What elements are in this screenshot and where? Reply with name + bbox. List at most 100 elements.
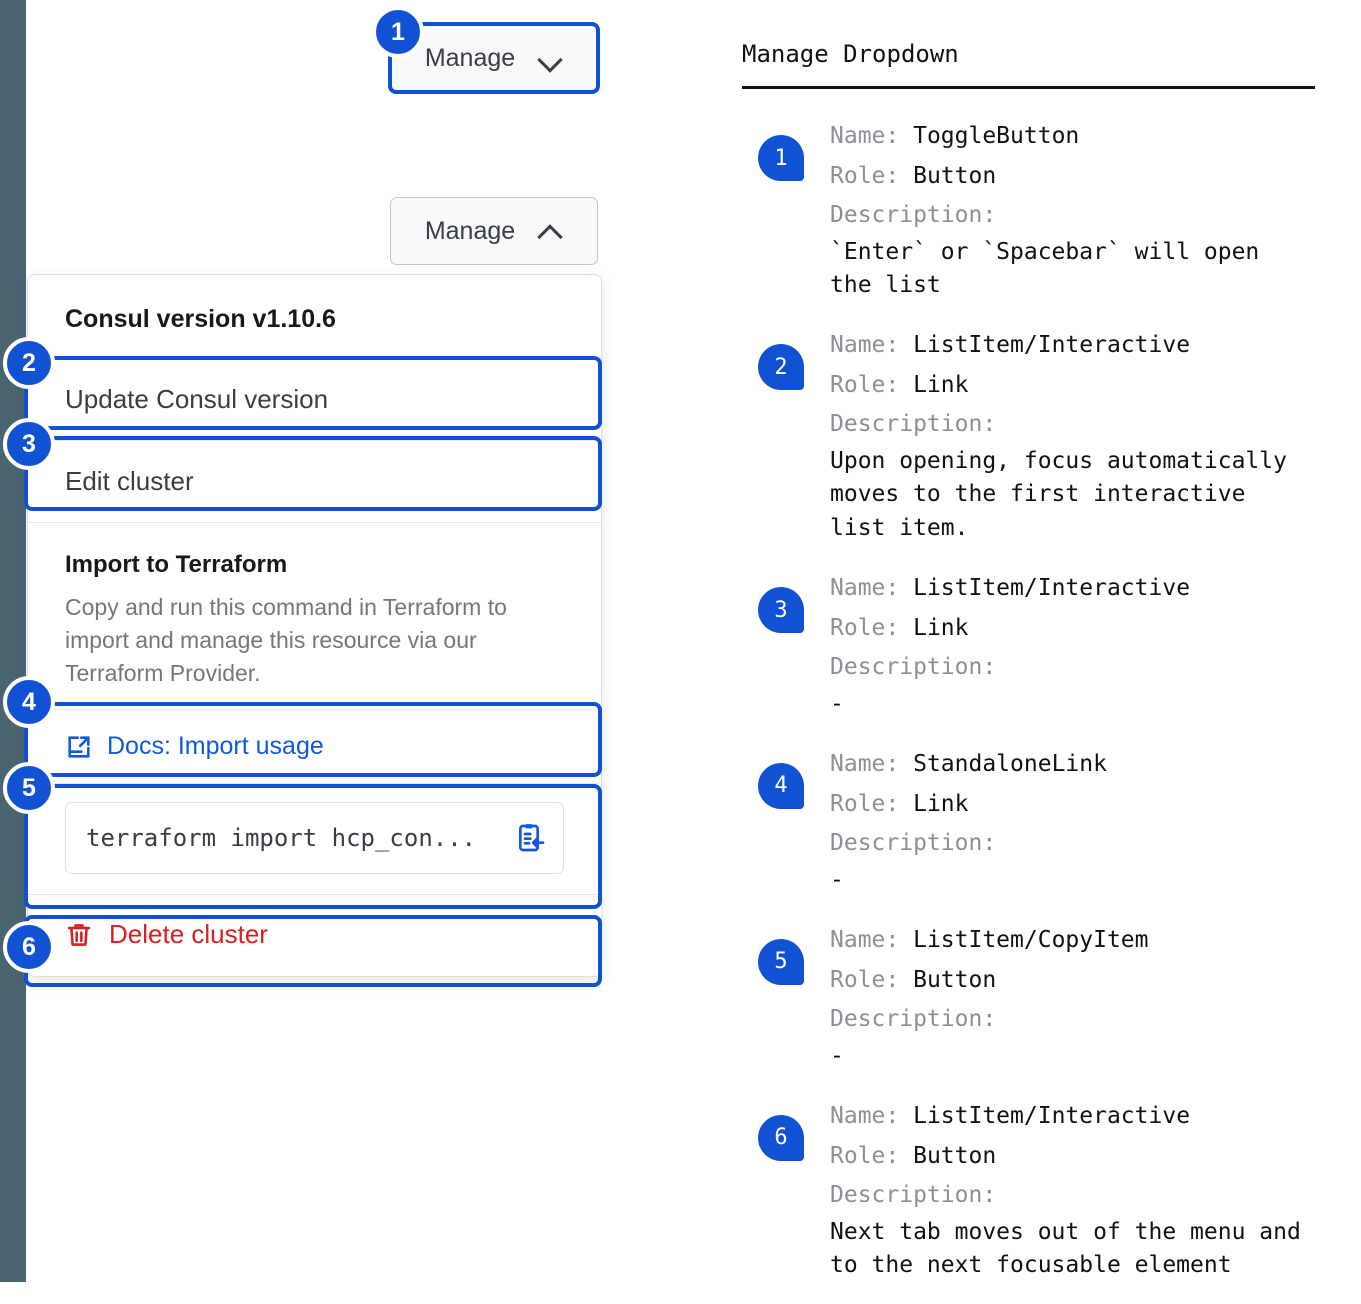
legend-description-label-line: Description: bbox=[830, 1176, 1301, 1216]
legend-divider bbox=[742, 86, 1315, 89]
legend-role-label: Role: bbox=[830, 162, 914, 189]
divider bbox=[28, 894, 601, 896]
external-link-docs-icon bbox=[65, 733, 93, 761]
legend-description-value: - bbox=[830, 866, 844, 893]
legend-role-label-line: Role: Button bbox=[830, 961, 1149, 1001]
legend-description-value: - bbox=[830, 690, 844, 717]
terraform-command-text: terraform import hcp_con... bbox=[86, 824, 477, 853]
legend-description-label-line: Description: bbox=[830, 824, 1107, 864]
annotated-ui-pane: Manage Manage Consul version v1.10.6 Upd… bbox=[0, 0, 700, 1282]
legend-name-value: ListItem/Interactive bbox=[913, 575, 1191, 601]
legend-role-label: Role: bbox=[830, 614, 914, 641]
manage-dropdown-toggle-closed[interactable]: Manage bbox=[390, 24, 598, 92]
legend-role-value: Link bbox=[913, 790, 969, 817]
marker-3: 3 bbox=[3, 418, 55, 470]
legend-role-value: Button bbox=[913, 966, 997, 993]
legend-pin-4: 4 bbox=[758, 762, 804, 809]
trash-icon bbox=[65, 921, 93, 949]
legend-role-value: Link bbox=[913, 371, 969, 398]
legend-role-label-line: Role: Link bbox=[830, 366, 1287, 406]
legend-name-label-line: Name: ListItem/CopyItem bbox=[830, 921, 1149, 961]
legend-role-label-line: Role: Button bbox=[830, 157, 1259, 197]
legend-name-value: StandaloneLink bbox=[913, 750, 1107, 777]
marker-6: 6 bbox=[3, 921, 55, 973]
left-edge-rail bbox=[0, 0, 26, 1282]
legend-role-label: Role: bbox=[830, 966, 914, 993]
terraform-command-field[interactable]: terraform import hcp_con... bbox=[65, 802, 564, 875]
legend-name-label: Name: bbox=[830, 1102, 914, 1129]
menu-item-update-consul-version[interactable]: Update Consul version bbox=[65, 384, 329, 414]
legend-name-value: ListItem/Interactive bbox=[913, 332, 1191, 359]
marker-5: 5 bbox=[3, 762, 55, 814]
legend-description-label: Description: bbox=[830, 202, 1011, 229]
legend-name-value: ListItem/Interactive bbox=[913, 1102, 1191, 1129]
legend-description-label: Description: bbox=[830, 1006, 1011, 1033]
legend-role-value: Button bbox=[913, 162, 997, 189]
legend-name-label: Name: bbox=[830, 575, 914, 601]
divider bbox=[28, 522, 601, 524]
legend-pin-6: 6 bbox=[758, 1114, 804, 1161]
chevron-down-icon bbox=[537, 45, 563, 71]
divider bbox=[28, 783, 601, 785]
marker-1: 1 bbox=[372, 6, 424, 58]
legend-name-label-line: Name: StandaloneLink bbox=[830, 745, 1107, 785]
legend-role-label-line: Role: Button bbox=[830, 1137, 1301, 1177]
legend-description-label-line: Description: bbox=[830, 648, 1190, 688]
manage-dropdown-menu: Consul version v1.10.6 Update Consul ver… bbox=[27, 274, 602, 978]
legend-name-label: Name: bbox=[830, 123, 914, 149]
legend-role-value: Link bbox=[913, 614, 969, 641]
menu-item-edit-cluster[interactable]: Edit cluster bbox=[65, 466, 194, 497]
import-to-terraform-title: Import to Terraform bbox=[65, 551, 288, 579]
copy-to-clipboard-icon[interactable] bbox=[515, 822, 547, 854]
legend-description-label-line: Description: bbox=[830, 196, 1259, 236]
chevron-up-icon bbox=[537, 218, 563, 244]
legend-description-label-line: Description: bbox=[830, 405, 1287, 445]
docs-import-usage-label: Docs: Import usage bbox=[107, 732, 324, 761]
legend-role-label: Role: bbox=[830, 1142, 914, 1169]
legend-name-label-line: Name: ListItem/Interactive bbox=[830, 326, 1287, 366]
legend-description-value: `Enter` or `Spacebar` will open the list bbox=[830, 238, 1260, 298]
legend-description-label-line: Description: bbox=[830, 1000, 1149, 1040]
legend-name-label: Name: bbox=[830, 750, 914, 777]
legend-description-value: Next tab moves out of the menu and to th… bbox=[830, 1218, 1301, 1278]
legend-description-value: Upon opening, focus automatically moves … bbox=[830, 447, 1287, 541]
divider bbox=[28, 709, 601, 711]
legend-name-label-line: Name: ToggleButton bbox=[830, 117, 1259, 157]
legend-name-label-line: Name: ListItem/Interactive bbox=[830, 569, 1190, 609]
menu-item-docs-import-usage[interactable]: Docs: Import usage bbox=[28, 710, 601, 783]
divider bbox=[28, 440, 601, 442]
legend-description-value: - bbox=[830, 1042, 844, 1069]
menu-item-delete-cluster[interactable]: Delete cluster bbox=[28, 895, 601, 976]
manage-toggle-label: Manage bbox=[424, 43, 516, 72]
marker-2: 2 bbox=[3, 337, 55, 389]
legend-pin-3: 3 bbox=[758, 587, 804, 633]
legend-role-value: Button bbox=[913, 1142, 997, 1169]
legend-pin-5: 5 bbox=[758, 938, 804, 985]
legend-name-label-line: Name: ListItem/Interactive bbox=[830, 1097, 1301, 1137]
import-to-terraform-description: Copy and run this command in Terraform t… bbox=[65, 594, 507, 686]
legend-name-label: Name: bbox=[830, 332, 914, 359]
legend-description-label: Description: bbox=[830, 654, 1011, 681]
legend-name-label: Name: bbox=[830, 926, 914, 953]
delete-cluster-label: Delete cluster bbox=[109, 919, 268, 950]
legend-name-value: ListItem/CopyItem bbox=[913, 926, 1149, 953]
terraform-command-row: terraform import hcp_con... bbox=[28, 784, 601, 894]
legend-description-label: Description: bbox=[830, 1182, 1011, 1209]
legend-pin-2: 2 bbox=[758, 344, 804, 391]
legend-role-label-line: Role: Link bbox=[830, 609, 1190, 649]
legend-description-label: Description: bbox=[830, 830, 1011, 857]
legend-pin-1: 1 bbox=[758, 135, 804, 181]
manage-dropdown-toggle-open[interactable]: Manage bbox=[390, 197, 598, 265]
